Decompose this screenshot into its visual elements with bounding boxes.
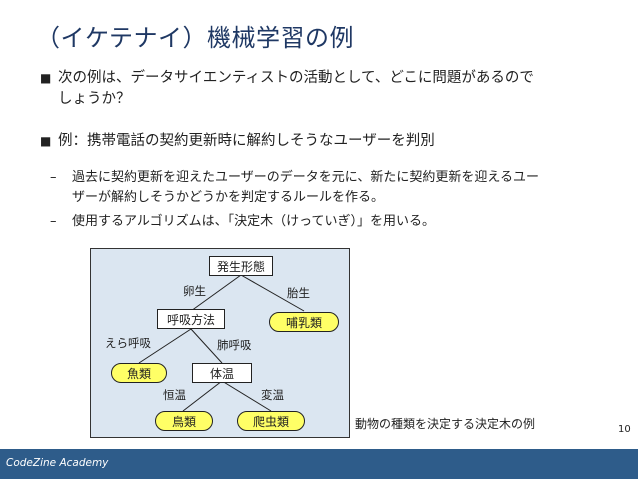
sub-bullet-text: 使用するアルゴリズムは、「決定木（けっていぎ）」を用いる。 (72, 214, 435, 229)
edge-label-constant: 恒温 (163, 388, 186, 402)
bullet-example: ■ 例：携帯電話の契約更新時に解約しそうなユーザーを判別 (40, 131, 435, 152)
edge-label-lung: 肺呼吸 (217, 338, 252, 352)
footer-bar: CodeZine Academy (0, 449, 638, 479)
edge-label-oviparous: 卵生 (183, 284, 206, 298)
edge-label-variable: 変温 (261, 388, 284, 402)
edge-label-viviparous: 胎生 (287, 286, 310, 300)
bullet-text-continued: しょうか？ (58, 91, 131, 107)
decision-tree-diagram: 発生形態 卵生 胎生 呼吸方法 哺乳類 えら呼吸 肺呼吸 魚類 体温 恒温 変温… (90, 248, 350, 438)
page-number: 10 (618, 424, 631, 435)
bullet-mark: ■ (40, 134, 52, 148)
edge-respiration-bodytemp (190, 328, 223, 364)
bullet-text: 例：携帯電話の契約更新時に解約しそうなユーザーを判別 (58, 133, 435, 149)
tree-leaf-bird: 鳥類 (155, 411, 213, 431)
page-title: （イケテナイ）機械学習の例 (36, 24, 355, 52)
tree-leaf-fish: 魚類 (111, 363, 167, 383)
bullet-question: ■ 次の例は、データサイエンティストの活動として、どこに問題があるので しょうか… (40, 68, 534, 110)
edge-root-mammal (240, 274, 305, 312)
sub-bullet-algorithm: – 使用するアルゴリズムは、「決定木（けっていぎ）」を用いる。 (50, 212, 435, 232)
diagram-caption: 動物の種類を決定する決定木の例 (355, 417, 536, 431)
sub-bullet-text-continued: ザーが解約しそうかどうかを判定するルールを作る。 (72, 190, 385, 205)
tree-node-respiration: 呼吸方法 (157, 309, 225, 329)
tree-node-body-temperature: 体温 (192, 363, 252, 383)
edge-respiration-fish (138, 328, 192, 364)
edge-label-gill: えら呼吸 (105, 336, 151, 350)
footer-brand: CodeZine Academy (6, 457, 109, 469)
tree-leaf-reptile: 爬虫類 (237, 411, 305, 431)
bullet-text: 次の例は、データサイエンティストの活動として、どこに問題があるので (58, 70, 534, 86)
tree-leaf-mammal: 哺乳類 (269, 312, 339, 332)
edge-bodytemp-reptile (221, 380, 272, 412)
edge-bodytemp-bird (182, 380, 223, 412)
tree-node-root: 発生形態 (209, 256, 273, 276)
bullet-mark: ■ (40, 71, 52, 85)
sub-bullet-dash: – (50, 170, 57, 185)
sub-bullet-data: – 過去に契約更新を迎えたユーザーのデータを元に、新たに契約更新を迎えるユー ザ… (50, 168, 539, 208)
tree-edges (138, 274, 305, 412)
sub-bullet-dash: – (50, 214, 57, 229)
sub-bullet-text: 過去に契約更新を迎えたユーザーのデータを元に、新たに契約更新を迎えるユー (72, 170, 539, 185)
edge-root-respiration (190, 274, 242, 312)
